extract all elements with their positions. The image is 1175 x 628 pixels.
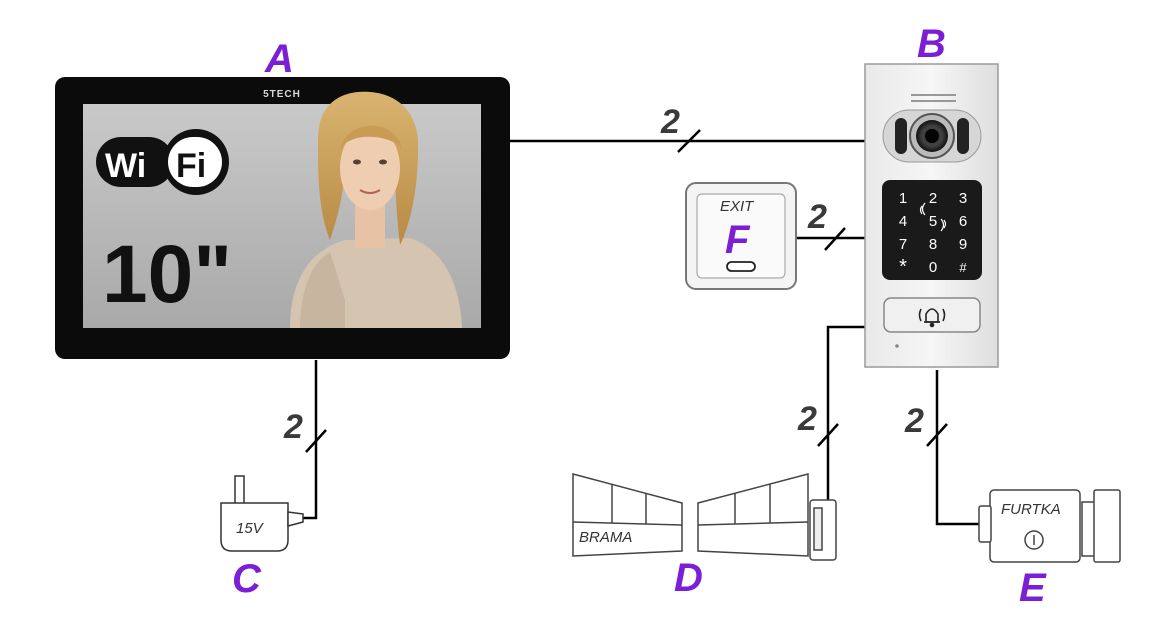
call-button bbox=[883, 297, 981, 333]
woman-photo bbox=[290, 91, 462, 328]
key-3: 3 bbox=[959, 190, 967, 207]
key-2: 2 bbox=[929, 190, 937, 207]
label-exit-button: F bbox=[725, 218, 751, 262]
label-monitor: A bbox=[264, 37, 294, 81]
gate-text: BRAMA bbox=[579, 529, 632, 546]
exit-button-slot bbox=[726, 261, 756, 272]
key-8: 8 bbox=[929, 236, 937, 253]
wire-slashes bbox=[305, 129, 948, 453]
power-plug-pin bbox=[234, 475, 245, 505]
key-0: 0 bbox=[929, 259, 937, 276]
label-gate: D bbox=[674, 556, 703, 600]
key-7: 7 bbox=[899, 236, 907, 253]
wicket-lock bbox=[978, 489, 1121, 563]
power-supply: 15V bbox=[220, 475, 304, 552]
wire-count-monitor-power: 2 bbox=[283, 408, 303, 446]
power-voltage: 15V bbox=[236, 520, 265, 537]
wire-count-panel-wicket: 2 bbox=[904, 402, 924, 440]
key-4: 4 bbox=[899, 213, 907, 230]
slash-panel-wicket bbox=[926, 423, 948, 447]
exit-text: EXIT bbox=[720, 198, 755, 215]
slash-panel-gate bbox=[817, 423, 839, 447]
gate-right-wing bbox=[697, 473, 809, 557]
monitor-size: 10" bbox=[102, 229, 232, 320]
bell-icon bbox=[918, 308, 946, 328]
wifi-logo: Wi Fi bbox=[96, 129, 229, 195]
door-panel: 1 2 3 4 5 6 7 8 9 * 0 # bbox=[864, 63, 999, 368]
slash-monitor-panel bbox=[677, 129, 701, 153]
key-hash: # bbox=[959, 260, 967, 275]
wifi-text-wi: Wi bbox=[105, 147, 146, 185]
wire-count-panel-gate: 2 bbox=[797, 400, 817, 438]
slash-monitor-power bbox=[305, 429, 327, 453]
key-1: 1 bbox=[899, 190, 907, 207]
power-supply-body bbox=[220, 502, 289, 552]
key-star: * bbox=[899, 256, 907, 278]
gate bbox=[572, 473, 837, 561]
slash-exit-panel bbox=[824, 227, 846, 251]
label-panel: B bbox=[917, 22, 946, 66]
wifi-text-fi: Fi bbox=[176, 147, 206, 185]
wifi-logo-left bbox=[96, 137, 174, 187]
wire-counts: 2 2 2 2 2 bbox=[283, 103, 924, 446]
key-9: 9 bbox=[959, 236, 967, 253]
exit-button: EXIT bbox=[685, 182, 797, 290]
key-6: 6 bbox=[959, 213, 967, 230]
wire-panel-wicket bbox=[935, 370, 980, 526]
microphone-hole bbox=[895, 344, 899, 348]
monitor: 5TECH Wi Fi 10" bbox=[55, 77, 510, 359]
nfc-icon bbox=[919, 202, 947, 232]
label-power: C bbox=[232, 557, 262, 601]
wire-count-exit-panel: 2 bbox=[807, 198, 827, 236]
keypad bbox=[882, 180, 982, 280]
keypad-keys: 1 2 3 4 5 6 7 8 9 * 0 # bbox=[899, 190, 968, 278]
wicket-text: FURTKA bbox=[1001, 501, 1061, 518]
key-5: 5 bbox=[929, 213, 937, 230]
wire-panel-gate bbox=[826, 325, 865, 503]
monitor-brand: 5TECH bbox=[263, 89, 301, 100]
wire-count-monitor-panel: 2 bbox=[660, 103, 680, 141]
label-wicket: E bbox=[1019, 566, 1047, 610]
